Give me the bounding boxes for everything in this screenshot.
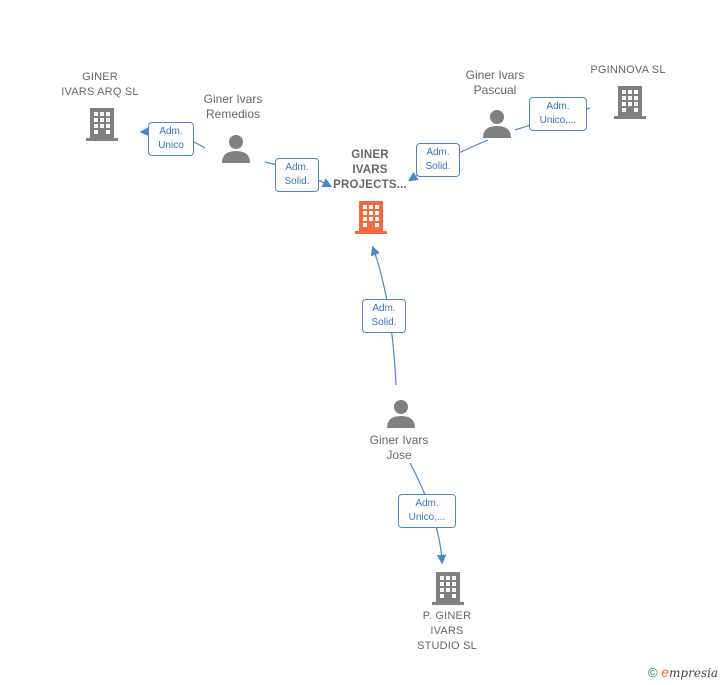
person-icon xyxy=(222,135,250,163)
person-icon xyxy=(387,400,415,428)
copyright-symbol: © xyxy=(648,665,658,680)
brand-name: mpresia xyxy=(669,666,719,680)
person-node-jose[interactable]: Giner Ivars Jose xyxy=(346,433,452,463)
brand-e-glyph: e xyxy=(661,664,670,680)
company-node-giner-ivars-arq[interactable]: GINER IVARS ARQ SL xyxy=(40,70,160,100)
company-node-center[interactable]: GINER IVARS PROJECTS... xyxy=(318,148,422,193)
person-label: Giner Ivars Jose xyxy=(369,433,429,462)
building-icon xyxy=(614,86,646,119)
company-node-pginnova[interactable]: PGINNOVA SL xyxy=(570,63,686,78)
person-label: Giner Ivars Pascual xyxy=(465,68,525,97)
building-icon xyxy=(432,572,464,605)
edge-label-jose-center[interactable]: Adm. Solid. xyxy=(362,299,406,333)
edge-label-jose-studio[interactable]: Adm. Unico,... xyxy=(398,494,456,528)
company-node-p-giner-studio[interactable]: P. GINER IVARS STUDIO SL xyxy=(392,609,502,654)
person-label: Giner Ivars Remedios xyxy=(203,92,263,121)
company-label: GINER IVARS PROJECTS... xyxy=(333,149,407,191)
company-label: PGINNOVA SL xyxy=(590,64,666,76)
company-label: GINER IVARS ARQ SL xyxy=(61,71,139,98)
edge-label-remedios-center[interactable]: Adm. Solid. xyxy=(275,158,319,192)
edge-label-pascual-pginnova[interactable]: Adm. Unico,... xyxy=(529,97,587,131)
person-icon xyxy=(483,110,511,138)
edge-label-remedios-arq[interactable]: Adm. Unico xyxy=(148,122,194,156)
person-node-remedios[interactable]: Giner Ivars Remedios xyxy=(180,92,286,122)
building-icon xyxy=(86,108,118,141)
edge-label-pascual-center[interactable]: Adm. Solid. xyxy=(416,143,460,177)
empresia-logo[interactable]: © empresia xyxy=(648,664,718,680)
company-label: P. GINER IVARS STUDIO SL xyxy=(417,610,477,652)
person-node-pascual[interactable]: Giner Ivars Pascual xyxy=(442,68,548,98)
building-icon xyxy=(355,201,387,234)
